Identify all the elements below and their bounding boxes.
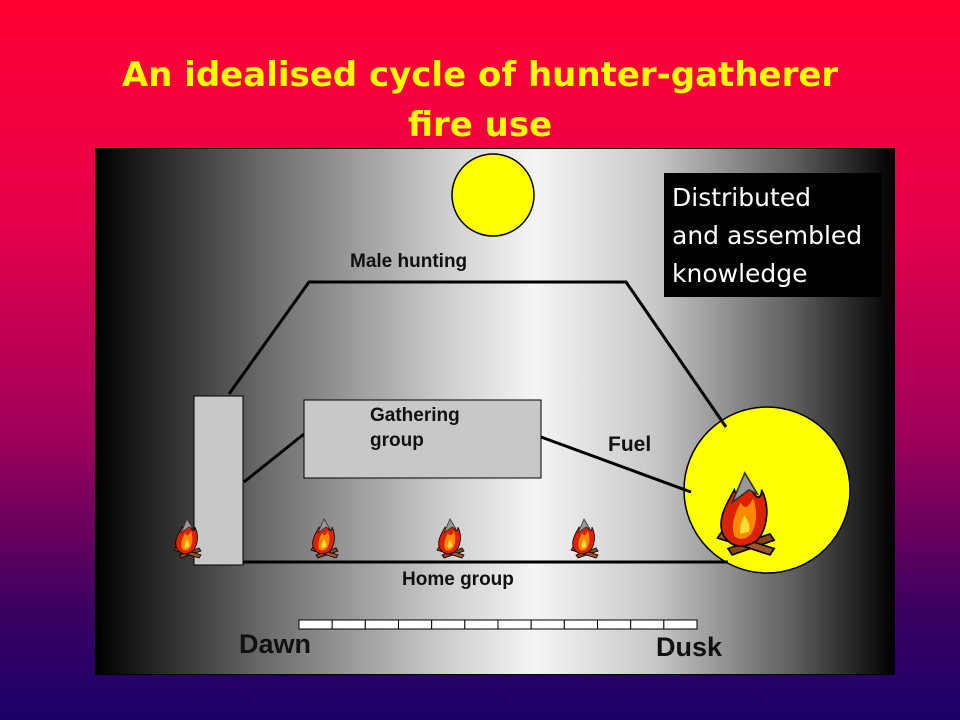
timeline-segment	[597, 619, 632, 630]
timeline-bar	[298, 619, 698, 630]
home-base-rect	[193, 395, 244, 566]
home-group-label: Home group	[402, 569, 514, 590]
timeline-segment	[630, 619, 665, 630]
timeline-segment	[298, 619, 333, 630]
timeline-segment	[398, 619, 433, 630]
male-hunting-label: Male hunting	[350, 251, 468, 272]
fire-cycle-diagram: Distributed and assembled knowledge Male…	[95, 148, 895, 675]
sun-icon	[451, 153, 535, 237]
male-hunting-path	[227, 280, 728, 428]
gathering-group-label-line-2: group	[370, 430, 424, 451]
timeline-segment	[431, 619, 466, 630]
timeline-segment	[530, 619, 565, 630]
timeline-segment	[563, 619, 599, 630]
fuel-label: Fuel	[608, 433, 652, 456]
timeline-segment	[663, 619, 698, 630]
campfire-icon	[570, 518, 599, 559]
fuel-path	[540, 435, 692, 494]
campfire-icon	[436, 518, 465, 559]
timeline-segment	[364, 619, 400, 630]
diagram-graphics	[173, 153, 851, 630]
dawn-label: Dawn	[239, 629, 312, 659]
slide-title-line-1: An idealised cycle of hunter-gatherer	[121, 55, 839, 95]
knowledge-callout: Distributed and assembled knowledge	[664, 173, 882, 297]
gathering-group-box	[303, 399, 542, 479]
dusk-label: Dusk	[656, 632, 723, 662]
timeline-segment	[331, 619, 366, 630]
slide-title-line-2: fire use	[407, 105, 553, 145]
timeline-segment	[497, 619, 532, 630]
slide-title: An idealised cycle of hunter-gatherer fi…	[0, 50, 960, 150]
callout-line-2: and assembled	[672, 221, 863, 250]
campfire-icon	[310, 518, 339, 559]
gathering-path-left	[243, 432, 305, 484]
timeline-segment	[464, 619, 499, 630]
callout-line-1: Distributed	[672, 183, 812, 212]
gathering-group-label-line-1: Gathering	[370, 405, 460, 426]
gathering-group-label: Gathering group	[370, 403, 460, 453]
callout-line-3: knowledge	[672, 259, 808, 288]
